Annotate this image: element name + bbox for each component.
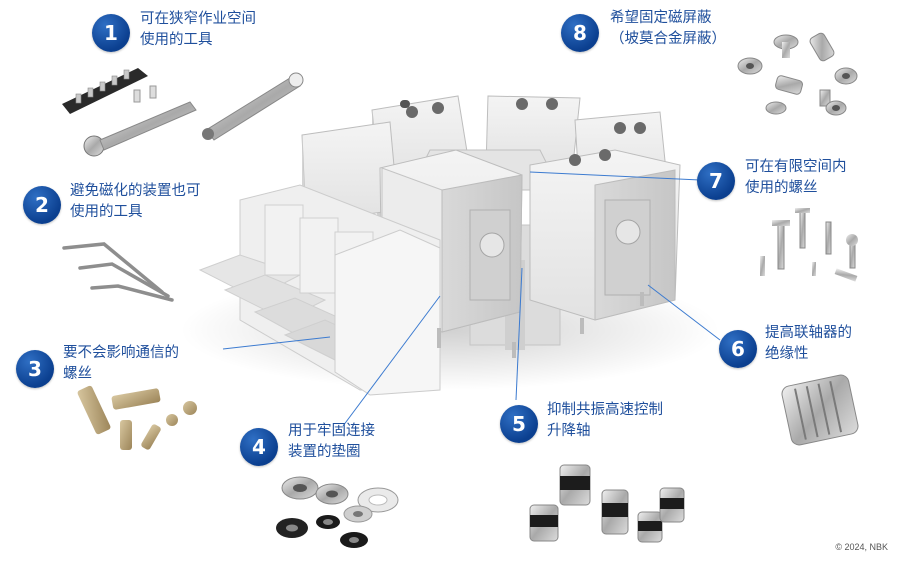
low-head-screws-product-image (760, 208, 858, 282)
callout-3-label: 要不会影响通信的 螺丝 (63, 343, 179, 385)
resin-screws-product-image (77, 385, 197, 450)
couplings-product-image (529, 464, 685, 543)
callout-6-line1: 提高联轴器的 (765, 325, 852, 341)
callout-4-line1: 用于牢固连接 (288, 423, 375, 439)
callout-6-line2: 绝缘性 (765, 346, 809, 362)
shield-screws-product-image (737, 32, 858, 116)
callout-3-line2: 螺丝 (63, 366, 92, 382)
callout-3-line1: 要不会影响通信的 (63, 345, 179, 361)
washers-product-image (276, 476, 399, 548)
callout-5-line2: 升降轴 (547, 423, 591, 439)
callout-3-badge: 3 (16, 350, 54, 388)
callout-1-label: 可在狭窄作业空间 使用的工具 (140, 9, 256, 51)
stepped-module (198, 184, 441, 396)
tools-product-image (62, 68, 304, 157)
callout-2-line2: 使用的工具 (70, 204, 143, 220)
callout-2-badge: 2 (23, 186, 61, 224)
front-right-chamber (529, 149, 681, 321)
callout-7-line1: 可在有限空间内 (745, 159, 847, 175)
leader-lines (222, 171, 721, 427)
insulated-coupling-product-image (781, 374, 859, 446)
callout-5-line1: 抑制共振高速控制 (547, 402, 663, 418)
callout-4-badge: 4 (240, 428, 278, 466)
support-legs (437, 292, 644, 358)
callout-8-line1: 希望固定磁屏蔽 (610, 10, 712, 26)
callout-2-line1: 避免磁化的装置也可 (70, 183, 201, 199)
callout-6-badge: 6 (719, 330, 757, 368)
callout-7-badge: 7 (697, 162, 735, 200)
callout-8-line2: （坡莫合金屏蔽） (610, 31, 726, 47)
callout-1-line1: 可在狭窄作业空间 (140, 11, 256, 27)
callout-5-label: 抑制共振高速控制 升降轴 (547, 400, 663, 442)
callout-8-badge: 8 (561, 14, 599, 52)
callout-5-badge: 5 (500, 405, 538, 443)
callout-4-label: 用于牢固连接 装置的垫圈 (288, 421, 375, 463)
callout-1-badge: 1 (92, 14, 130, 52)
callout-4-line2: 装置的垫圈 (288, 444, 361, 460)
callout-7-line2: 使用的螺丝 (745, 180, 818, 196)
callout-6-label: 提高联轴器的 绝缘性 (765, 323, 852, 365)
callout-8-label: 希望固定磁屏蔽 （坡莫合金屏蔽） (610, 8, 726, 50)
callout-7-label: 可在有限空间内 使用的螺丝 (745, 157, 847, 199)
copyright-text: © 2024, NBK (835, 542, 888, 552)
hex-keys-product-image (62, 242, 174, 302)
callout-2-label: 避免磁化的装置也可 使用的工具 (70, 181, 201, 223)
callout-1-line2: 使用的工具 (140, 32, 213, 48)
